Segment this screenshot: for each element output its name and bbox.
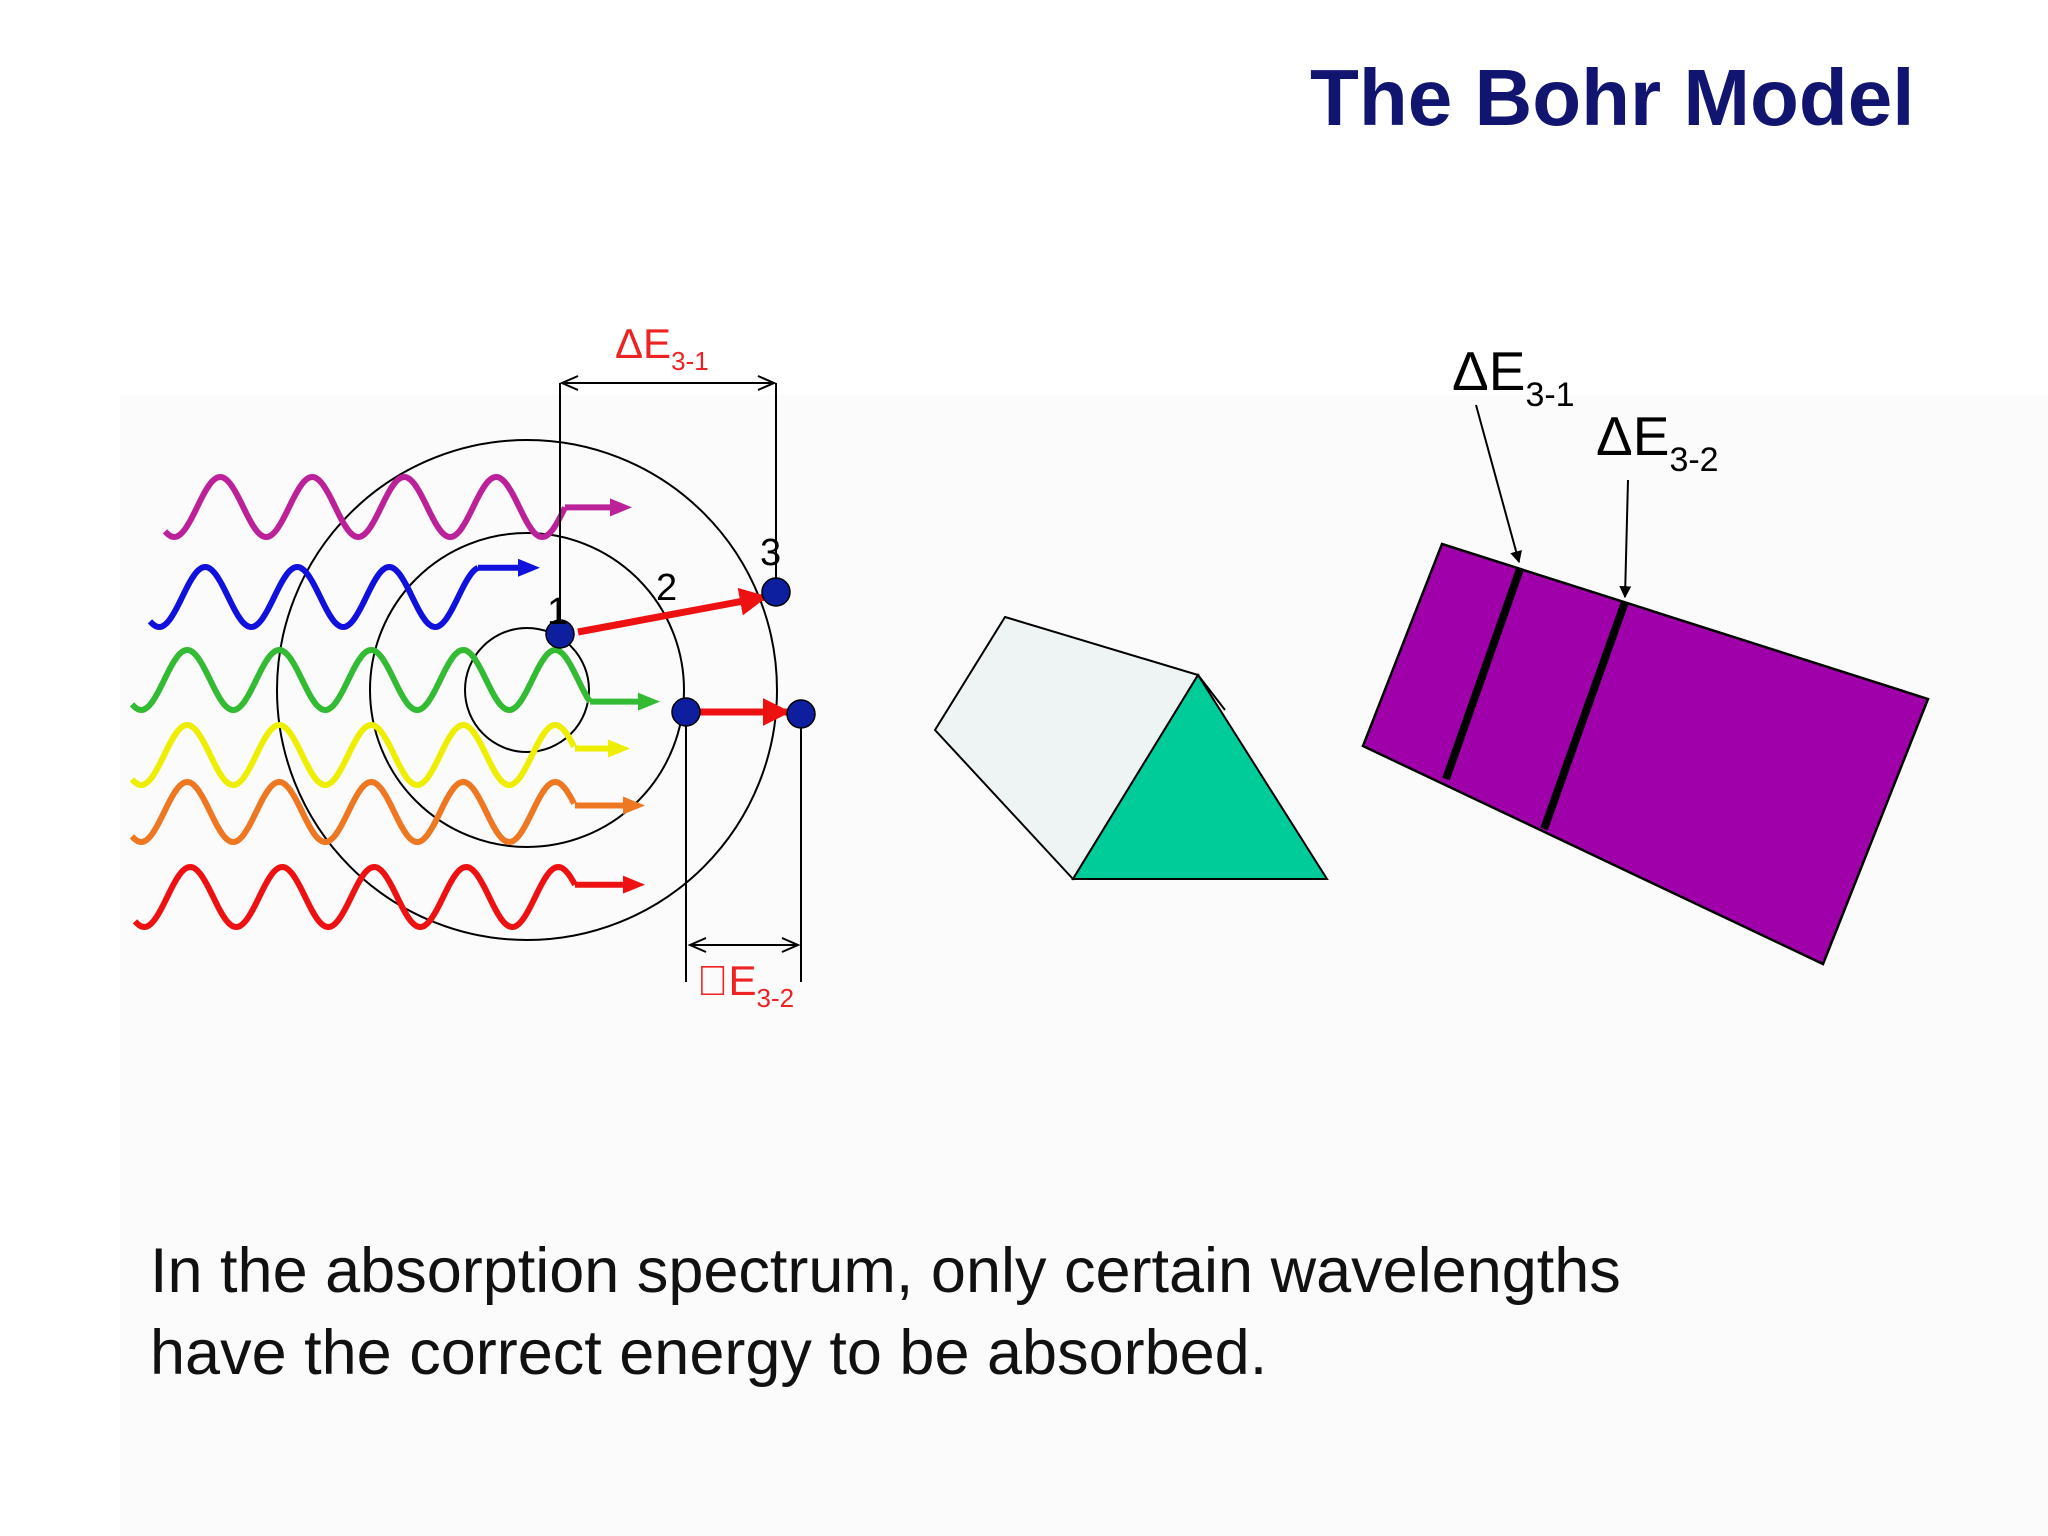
electron-n3-top — [761, 577, 791, 607]
delta-e-3-2-dimension — [685, 712, 802, 982]
caption-line-1: In the absorption spectrum, only certain… — [150, 1236, 1621, 1306]
electron-n2 — [671, 697, 701, 727]
photon-arrow-head-5 — [623, 796, 645, 815]
electron-n3-right — [786, 699, 816, 729]
photon-wave-3 — [129, 646, 593, 714]
incoming-photons — [129, 473, 660, 931]
spectrum-band — [1361, 542, 1930, 966]
slide-background — [120, 395, 2048, 1536]
photon-arrow-head-2 — [518, 558, 540, 577]
orbit-label-2: 2 — [656, 567, 677, 609]
orbit-label-3: 3 — [760, 532, 781, 574]
spectrum-label-3-1: ΔE3-1 — [1452, 340, 1575, 414]
caption-line-2: have the correct energy to be absorbed. — [150, 1318, 1268, 1388]
photon-arrow-head-3 — [638, 692, 660, 711]
slide-caption: In the absorption spectrum, only certain… — [150, 1230, 1621, 1394]
slide-title: The Bohr Model — [1310, 53, 1915, 142]
absorption-spectrum — [1361, 404, 1930, 966]
photon-arrow-head-6 — [623, 875, 645, 894]
absorption-line-3-2 — [1540, 600, 1629, 831]
delta-e-3-1-label: ΔE3-1 — [615, 320, 709, 376]
pointer-3-2 — [1619, 479, 1632, 599]
absorption-line-3-1 — [1442, 567, 1524, 781]
orbit-label-1: 1 — [547, 591, 568, 633]
photon-wave-1 — [162, 473, 568, 541]
photon-wave-2 — [147, 563, 480, 631]
electrons — [545, 577, 816, 729]
atom-orbits — [276, 439, 778, 941]
spectrum-label-3-2: ΔE3-2 — [1596, 405, 1719, 479]
orbit-3 — [276, 439, 778, 941]
pointer-3-1 — [1475, 404, 1522, 564]
prism-front-face — [1071, 673, 1329, 880]
delta-e-3-2-label: E3-2 — [697, 957, 794, 1013]
photon-wave-6 — [132, 863, 578, 931]
transition-arrow-1-to-3 — [577, 587, 768, 636]
photon-wave-5 — [129, 778, 577, 846]
photon-wave-4 — [129, 721, 577, 789]
orbit-2 — [369, 532, 685, 848]
photon-arrow-head-1 — [610, 498, 632, 517]
prism — [933, 615, 1329, 881]
photon-arrow-head-4 — [608, 739, 630, 758]
delta-e-3-1-dimension — [559, 375, 777, 620]
orbit-1 — [464, 627, 590, 753]
missing-delta-glyph:  — [697, 957, 729, 1004]
electron-n1 — [545, 619, 575, 649]
